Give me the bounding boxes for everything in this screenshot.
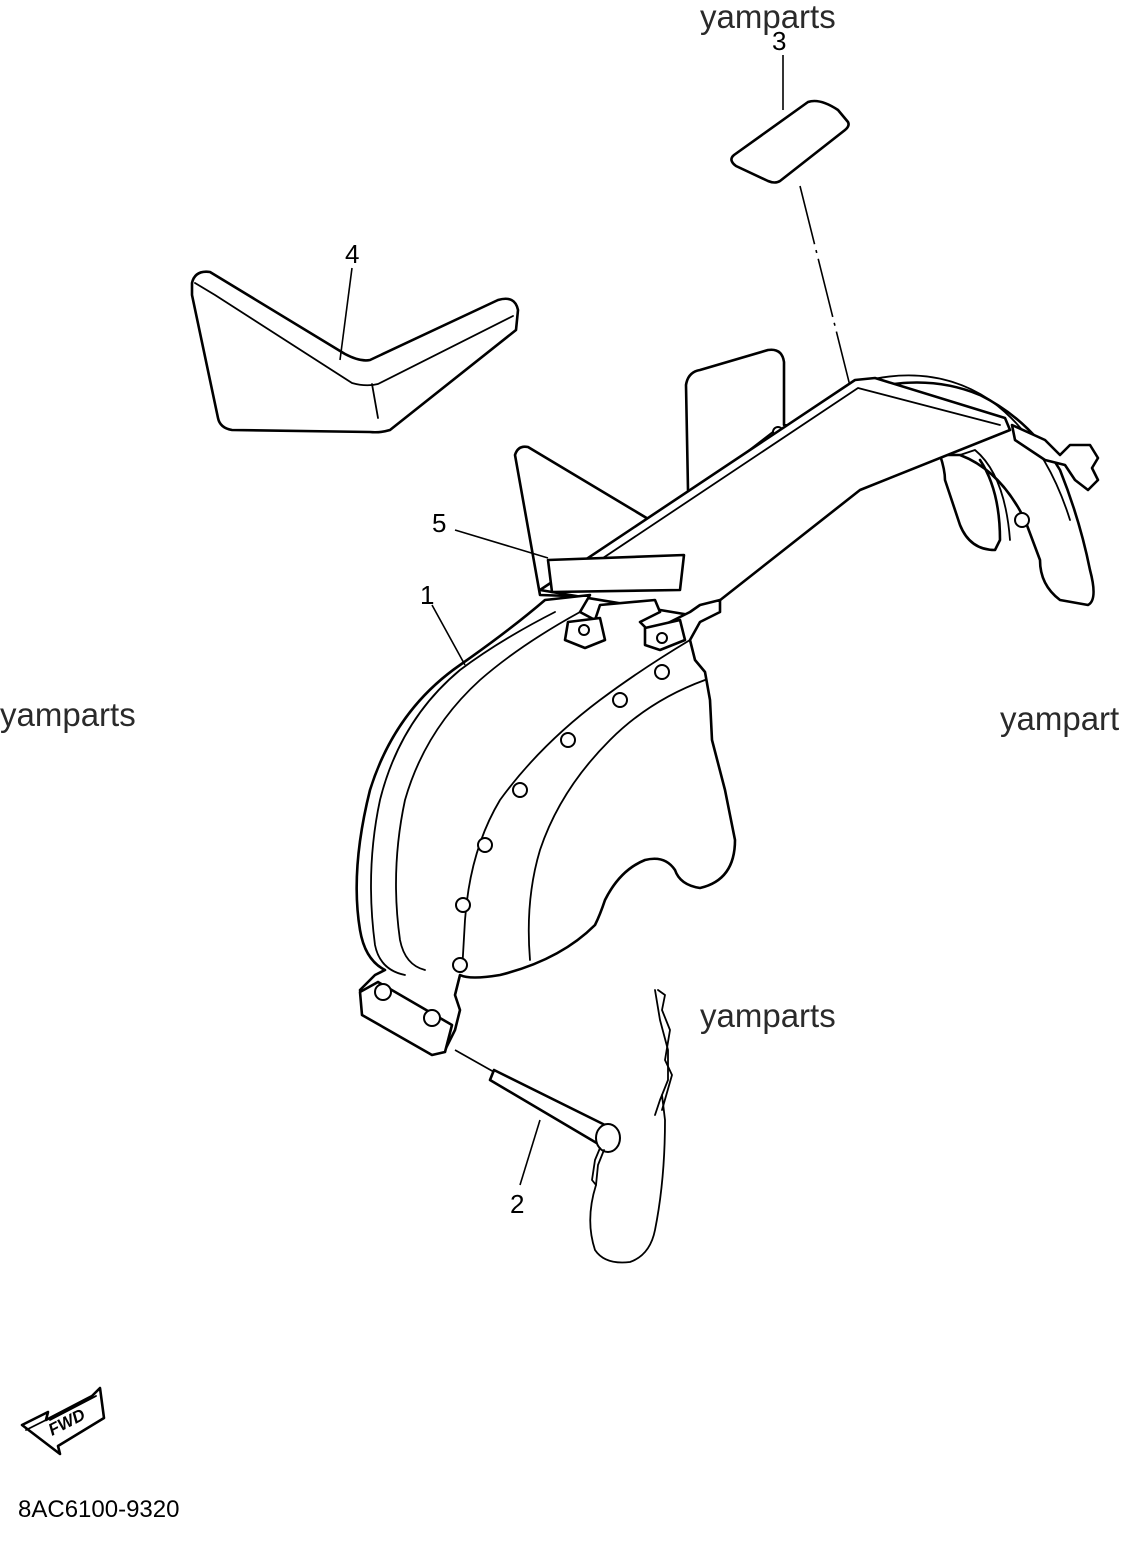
watermark-left: yamparts	[0, 696, 136, 733]
watermark-mid: yamparts	[700, 997, 836, 1034]
leader-1	[431, 604, 466, 666]
callout-2: 2	[510, 1189, 524, 1219]
leader-5	[454, 529, 549, 559]
callout-3: 3	[772, 26, 786, 56]
part-3-label-plate	[730, 55, 859, 419]
part-1-fender-assembly	[355, 348, 1100, 1057]
part-2-pin-and-clip	[454, 989, 673, 1264]
callout-5: 5	[432, 508, 446, 538]
watermark-right: yampart	[1000, 700, 1119, 737]
callout-1: 1	[420, 580, 434, 610]
callout-4: 4	[345, 239, 359, 269]
part-4-v-pad	[190, 267, 520, 434]
diagram-code: 8AC6100-9320	[18, 1496, 179, 1523]
watermark-top: yamparts	[700, 0, 836, 35]
fwd-arrow-icon: FWD	[20, 1386, 106, 1456]
